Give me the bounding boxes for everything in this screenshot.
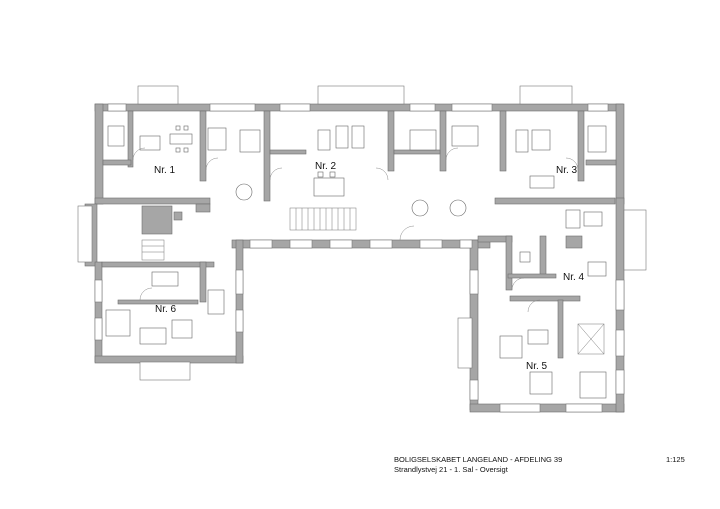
door-swings [132, 147, 579, 313]
apartment-labels: Nr. 1 Nr. 2 Nr. 3 Nr. 4 Nr. 5 Nr. 6 [154, 161, 585, 372]
balconies [77, 85, 647, 381]
interior-walls [101, 110, 617, 359]
title-line-project: BOLIGSELSKABET LANGELAND - AFDELING 39 [394, 455, 563, 464]
stair [141, 207, 605, 355]
apartment-label-nr4: Nr. 4 [563, 272, 585, 283]
apartment-label-nr1: Nr. 1 [154, 165, 176, 176]
apartment-label-nr3: Nr. 3 [556, 165, 578, 176]
apartment-label-nr6: Nr. 6 [155, 304, 177, 315]
windows [94, 103, 625, 413]
exterior-walls [84, 103, 625, 413]
title-block: BOLIGSELSKABET LANGELAND - AFDELING 39 S… [394, 455, 694, 475]
apartment-label-nr5: Nr. 5 [526, 361, 548, 372]
scale-label: 1:125 [666, 455, 685, 464]
title-line-address: Strandlystvej 21 - 1. Sal - Oversigt [394, 465, 508, 474]
apartment-label-nr2: Nr. 2 [315, 161, 337, 172]
furniture [105, 125, 607, 399]
